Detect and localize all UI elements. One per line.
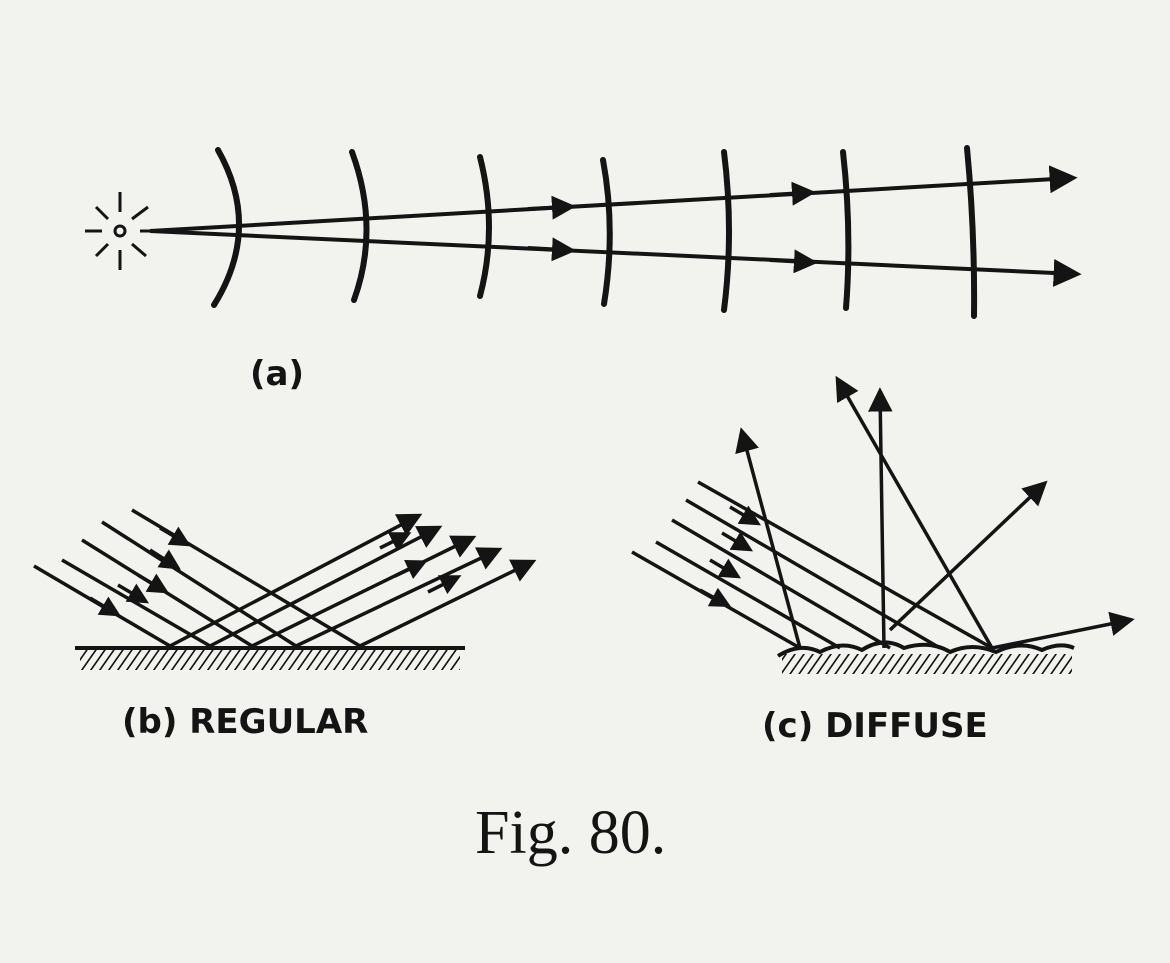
point-light-source-icon [85, 192, 150, 270]
incident-rays-b [33, 508, 361, 648]
panel-a-wavefront-diagram: (a) [85, 145, 1082, 394]
wavefront-arcs [211, 145, 978, 319]
scattered-rays-c [735, 375, 1135, 650]
ray-lower [149, 229, 1082, 287]
reflected-rays-b [169, 513, 537, 648]
panel-a-label: (a) [250, 354, 304, 394]
wavefront-6 [840, 149, 852, 311]
wavefront-2 [349, 149, 370, 303]
incident-rays-c [631, 480, 993, 650]
wavefront-7 [964, 145, 978, 319]
wavefront-4 [600, 157, 613, 307]
wavefront-3 [477, 154, 492, 299]
wavefront-5 [721, 149, 732, 313]
panel-c-label: (c) DIFFUSE [762, 706, 988, 746]
figure-caption: Fig. 80. [475, 799, 666, 867]
panel-b-regular-reflection: (b) REGULAR [33, 508, 537, 742]
rays-a [149, 165, 1082, 287]
panel-c-diffuse-reflection: (c) DIFFUSE [631, 375, 1135, 746]
panel-b-label: (b) REGULAR [122, 702, 368, 742]
ray-upper [149, 165, 1078, 233]
regular-surface [75, 646, 465, 670]
diffuse-surface [776, 640, 1075, 674]
